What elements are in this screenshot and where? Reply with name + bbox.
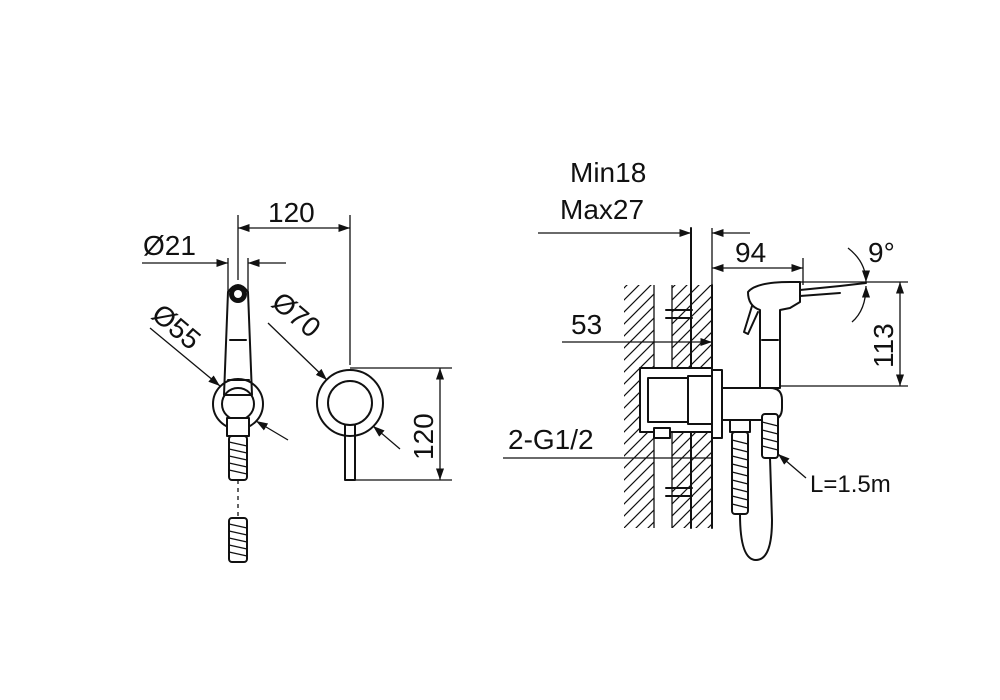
front-view [212,215,264,563]
dim-label-53: 53 [571,309,602,340]
dim-label-120-vertical: 120 [408,413,439,460]
dim-center-to-plate: 120 [238,197,351,365]
plate-ring-inner [327,380,373,426]
hose-loop [739,457,773,561]
hose-side-right [761,413,779,459]
dim-offset: 53 [562,309,712,347]
dim-label-d70: Ø70 [266,286,326,344]
embedded-box [639,309,713,497]
label-connection-text: 2-G1/2 [508,424,594,455]
dim-label-angle: 9° [868,237,895,268]
dim-wall-thickness: Min18 Max27 [538,157,750,285]
dim-label-d55: Ø55 [146,298,206,356]
label-connection: 2-G1/2 [503,424,712,459]
hose-upper [228,435,248,481]
dim-spray-angle: 9° [800,237,908,323]
wall-plate-side [711,369,723,439]
holder-ring-inner [221,387,255,421]
dim-spray-height: 113 [780,282,908,387]
dim-label-d21: Ø21 [143,230,196,261]
dim-label-94: 94 [735,237,766,268]
dim-projection: 94 [712,237,804,285]
dim-label-min18: Min18 [570,157,646,188]
side-section [624,227,867,561]
wall-plate-front [316,369,384,481]
hose-side-left [731,431,749,515]
hose-lower [228,517,248,563]
label-hose-length-text: L=1.5m [810,471,891,498]
dim-label-113: 113 [868,323,899,368]
dim-plate-height: 120 [350,367,452,481]
sprayer-side [743,281,867,389]
plate-outlet [344,424,356,481]
dim-label-max27: Max27 [560,194,644,225]
label-hose-length: L=1.5m [777,453,891,498]
dim-nozzle-diameter: Ø21 [142,230,286,268]
dim-label-120-top: 120 [268,197,315,228]
plate-ring-outer [316,369,384,437]
